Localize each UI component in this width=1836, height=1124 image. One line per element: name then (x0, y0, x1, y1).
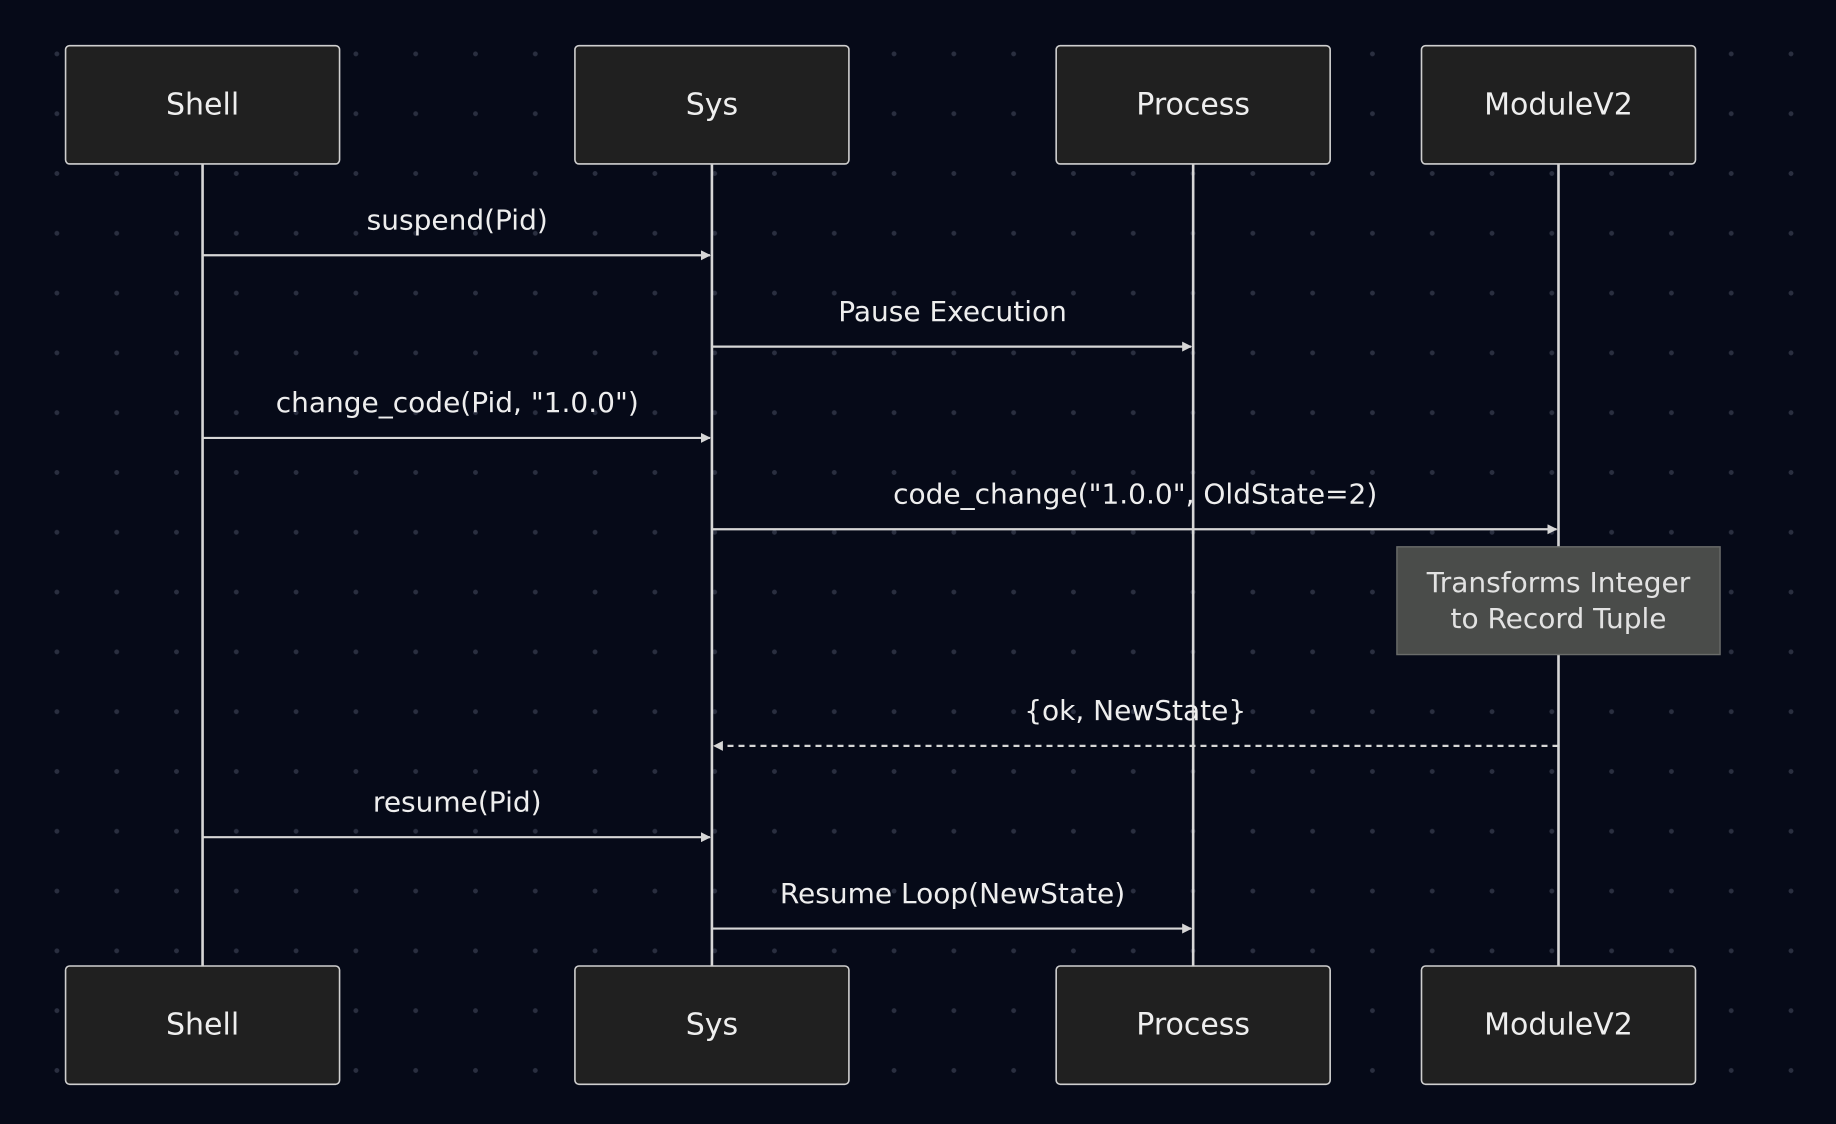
message-3: change_code(Pid, "1.0.0") (202, 386, 711, 443)
actor-modulev2-bottom: ModuleV2 (1420, 965, 1697, 1086)
message-1: suspend(Pid) (202, 204, 711, 261)
actor-label: Shell (166, 1008, 239, 1043)
message-4: code_change("1.0.0", OldState=2) (711, 477, 1558, 535)
actor-box (1055, 44, 1331, 165)
actor-label: ModuleV2 (1484, 87, 1633, 122)
lifelines (201, 163, 1560, 967)
actor-process-bottom: Process (1055, 965, 1331, 1086)
actor-shell-top: Shell (64, 44, 341, 165)
actors-bottom: Shell Sys Process ModuleV2 (64, 965, 1697, 1086)
actor-box (1420, 965, 1697, 1086)
actor-box (574, 965, 850, 1086)
actor-label: ModuleV2 (1484, 1008, 1633, 1043)
actor-modulev2-top: ModuleV2 (1420, 44, 1697, 165)
actor-box (574, 44, 850, 165)
message-label: resume(Pid) (373, 785, 542, 818)
message-label: change_code(Pid, "1.0.0") (276, 386, 639, 419)
message-label: code_change("1.0.0", OldState=2) (893, 477, 1377, 510)
actor-label: Sys (686, 1008, 738, 1043)
actor-box (64, 44, 341, 165)
actor-shell-bottom: Shell (64, 965, 341, 1086)
message-label: suspend(Pid) (367, 204, 548, 237)
actor-box (1055, 965, 1331, 1086)
note-background (1396, 546, 1721, 656)
message-2: Pause Execution (711, 295, 1193, 352)
message-7: Resume Loop(NewState) (711, 877, 1193, 934)
actors-top: Shell Sys Process ModuleV2 (64, 44, 1697, 165)
message-label: {ok, NewState} (1024, 694, 1246, 727)
messages: suspend(Pid) Pause Execution change_code(P… (202, 204, 1559, 934)
message-6: resume(Pid) (202, 785, 711, 843)
actor-process-top: Process (1055, 44, 1331, 165)
message-5: {ok, NewState} (712, 694, 1559, 751)
actor-box (1420, 44, 1697, 165)
message-label: Pause Execution (838, 295, 1067, 328)
note-text-line: to Record Tuple (1450, 602, 1666, 635)
actor-label: Process (1136, 1008, 1250, 1043)
actor-label: Shell (166, 87, 239, 122)
actor-sys-top: Sys (574, 44, 850, 165)
actor-label: Sys (686, 87, 738, 122)
actor-sys-bottom: Sys (574, 965, 850, 1086)
actor-box (64, 965, 341, 1086)
message-label: Resume Loop(NewState) (780, 877, 1125, 910)
actor-label: Process (1136, 87, 1250, 122)
note-text-line: Transforms Integer (1426, 566, 1691, 599)
